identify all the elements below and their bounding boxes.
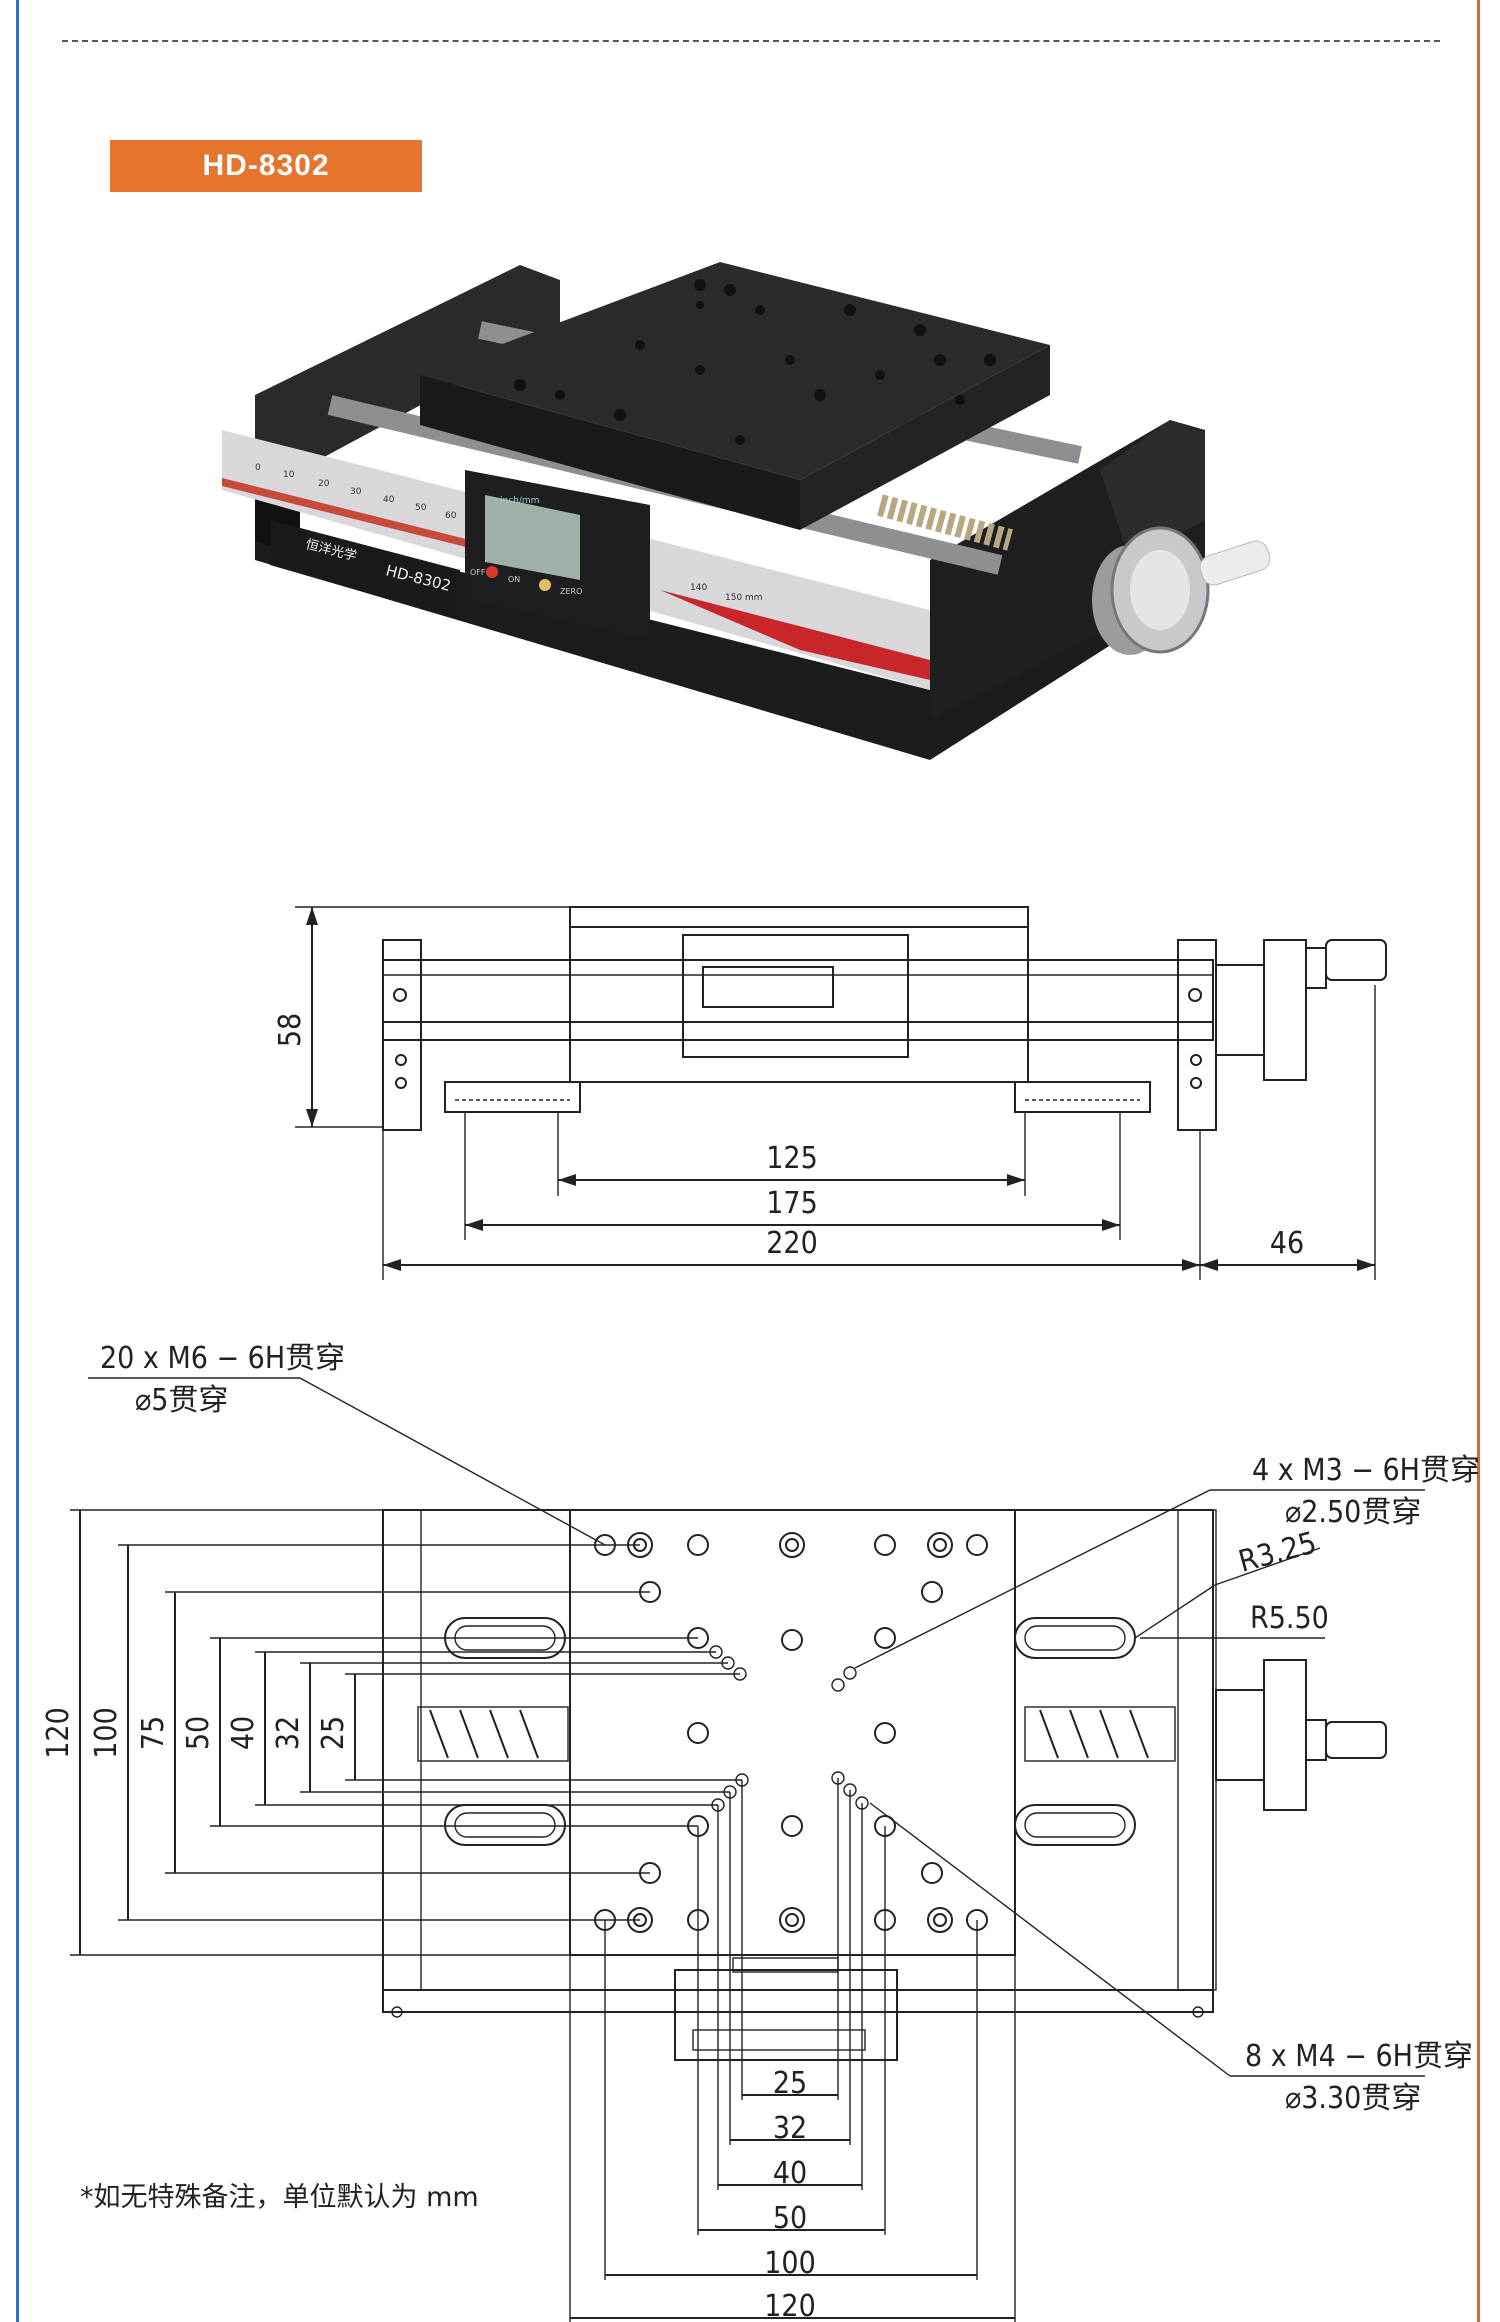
callout-m4-thru: ⌀3.30贯穿 xyxy=(1285,2081,1421,2116)
callout-r550: R5.50 xyxy=(1250,1601,1329,1636)
scale-label: 50 xyxy=(415,503,427,513)
scale-label: 30 xyxy=(350,487,362,497)
zero-label: ZERO xyxy=(560,587,582,596)
callout-r325: R3.25 xyxy=(1235,1526,1320,1580)
dim-h-25: 25 xyxy=(773,2066,807,2101)
scale-label: 140 xyxy=(690,583,707,593)
dim-h-32: 32 xyxy=(773,2111,807,2146)
scale-label: 60 xyxy=(445,511,457,521)
unit-toggle-label: inch/mm xyxy=(500,496,539,506)
unit-note: *如无特殊备注，单位默认为 mm xyxy=(80,2182,479,2213)
right-border xyxy=(1477,0,1480,2322)
dim-v-75: 75 xyxy=(136,1716,171,1750)
callout-m6-thru: ⌀5贯穿 xyxy=(135,1383,228,1418)
scale-label: 20 xyxy=(318,479,330,489)
callout-m3-spec: 4 x M3 − 6H贯穿 xyxy=(1252,1453,1480,1488)
scale-label: 0 xyxy=(255,463,261,473)
on-label: ON xyxy=(508,575,520,584)
dim-h-40: 40 xyxy=(773,2156,807,2191)
dim-v-120: 120 xyxy=(41,1707,76,1759)
callout-m3-thru: ⌀2.50贯穿 xyxy=(1285,1495,1421,1530)
dim-125: 125 xyxy=(766,1141,818,1176)
dim-v-50: 50 xyxy=(181,1716,216,1750)
off-label: OFF xyxy=(470,568,486,577)
side-view-drawing: 58 125 175 220 46 xyxy=(273,906,1387,1280)
dim-v-40: 40 xyxy=(226,1716,261,1750)
top-divider xyxy=(62,40,1440,42)
product-photo: 0 10 20 30 40 50 60 140 150 mm 恒洋光学 HD-8… xyxy=(222,262,1271,760)
scale-label: 10 xyxy=(283,470,295,480)
dim-175: 175 xyxy=(766,1186,818,1221)
top-view-drawing: 120 100 75 50 40 32 25 xyxy=(41,1341,1480,2322)
scale-label: 40 xyxy=(383,495,395,505)
dim-height: 58 xyxy=(273,1013,308,1047)
dim-v-25: 25 xyxy=(316,1716,351,1750)
left-border xyxy=(16,0,19,2322)
dim-v-32: 32 xyxy=(271,1716,306,1750)
scale-label: 150 mm xyxy=(725,593,763,603)
dim-220: 220 xyxy=(766,1226,818,1261)
dim-h-100: 100 xyxy=(764,2246,816,2281)
dim-h-120: 120 xyxy=(764,2289,816,2322)
model-badge: HD-8302 xyxy=(110,140,422,192)
callout-m4-spec: 8 x M4 − 6H贯穿 xyxy=(1245,2039,1473,2074)
callout-m6-spec: 20 x M6 − 6H贯穿 xyxy=(100,1341,345,1376)
dim-h-50: 50 xyxy=(773,2201,807,2236)
dim-46: 46 xyxy=(1270,1226,1304,1261)
dim-v-100: 100 xyxy=(89,1707,124,1759)
